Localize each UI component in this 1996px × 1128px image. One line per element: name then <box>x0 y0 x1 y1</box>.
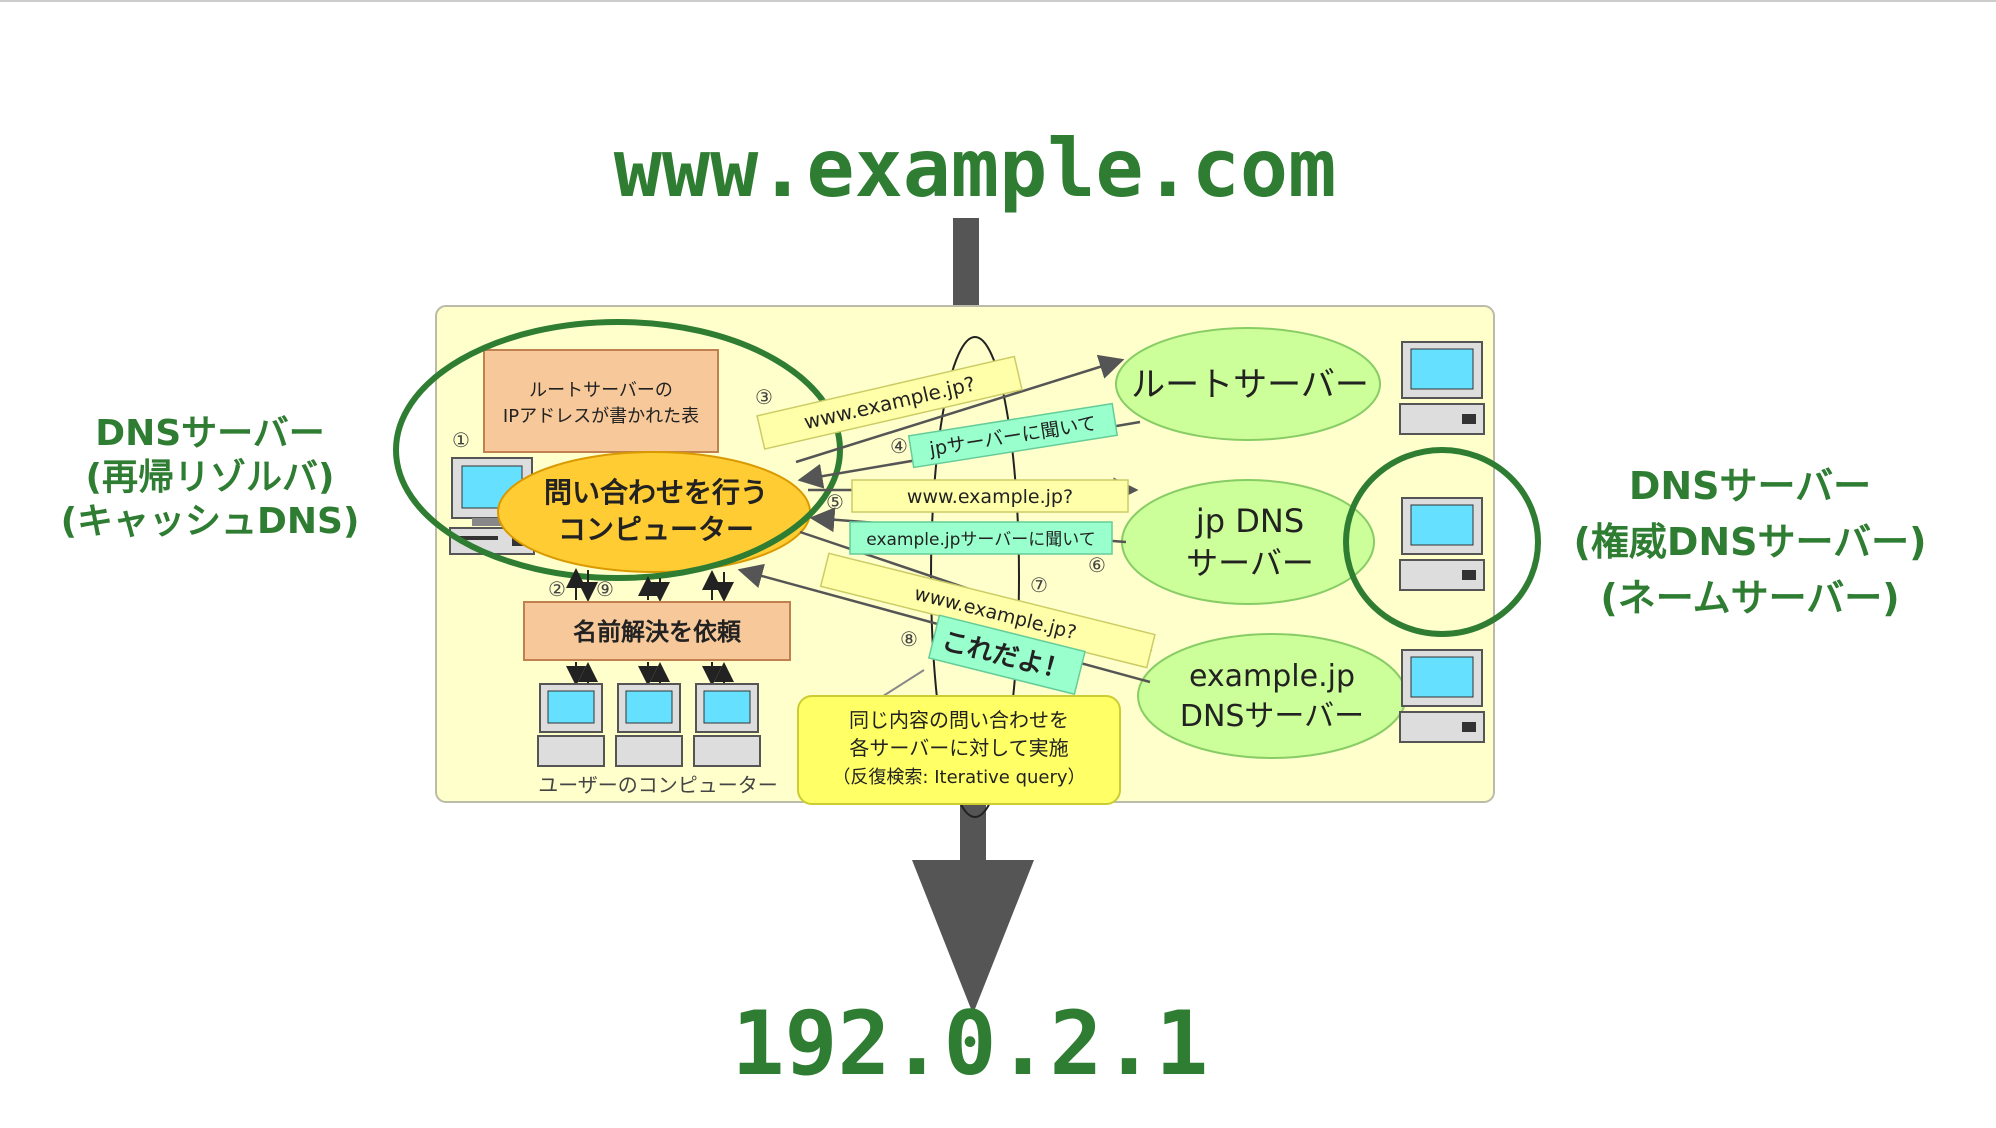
ip-address-result: 192.0.2.1 <box>731 992 1209 1095</box>
authoritative-server-label-line1: DNSサーバー <box>1628 464 1872 508</box>
step-2-marker: ② <box>548 577 566 601</box>
inquirer-ellipse <box>497 451 811 573</box>
bottom-arrow-shaft <box>960 802 986 862</box>
jp-server-ellipse <box>1121 479 1375 605</box>
example-server-label-line1: example.jp <box>1189 659 1355 694</box>
example-server-label-line2: DNSサーバー <box>1180 699 1364 734</box>
jp-server-computer-icon <box>1399 497 1485 591</box>
recursive-resolver-label-line1: DNSサーバー <box>95 413 325 454</box>
recursive-resolver-label: DNSサーバー (再帰リゾルバ) (キャッシュDNS) <box>20 412 400 544</box>
recursive-resolver-label-line3: (キャッシュDNS) <box>60 501 360 542</box>
authoritative-server-label: DNSサーバー (権威DNSサーバー) (ネームサーバー) <box>1520 458 1980 626</box>
user-computer-icon <box>615 683 683 767</box>
authoritative-server-label-line2: (権威DNSサーバー) <box>1573 520 1927 564</box>
step-3-marker: ③ <box>755 385 773 409</box>
root-server-label: ルートサーバー <box>1131 365 1369 405</box>
user-computers-label: ユーザーのコンピューター <box>538 773 778 797</box>
recursive-resolver-highlight-circle <box>393 319 843 581</box>
step-6-marker: ⑥ <box>1088 553 1106 577</box>
answer-jp-tag: example.jpサーバーに聞いて <box>849 521 1113 555</box>
example-server-ellipse <box>1137 633 1407 759</box>
note-line3: （反復検索: Iterative query） <box>832 767 1085 788</box>
name-request-box <box>523 601 791 661</box>
inquirer-label-line1: 問い合わせを行う <box>544 476 768 509</box>
root-server-computer-icon <box>1399 341 1485 435</box>
answer-jp-text: example.jpサーバーに聞いて <box>866 530 1095 550</box>
name-request-label: 名前解決を依頼 <box>573 618 742 646</box>
inquirer-label-line2: コンピューター <box>558 513 754 546</box>
user-computer-icon <box>693 683 761 767</box>
jp-server-label-line2: サーバー <box>1186 544 1314 582</box>
note-line2: 各サーバーに対して実施 <box>849 736 1068 760</box>
note-pointer <box>879 669 925 699</box>
authoritative-server-label-line3: (ネームサーバー) <box>1600 576 1900 620</box>
bottom-arrow-head <box>912 860 1034 1014</box>
recursive-resolver-label-line2: (再帰リゾルバ) <box>85 457 335 498</box>
authoritative-server-highlight-circle <box>1343 447 1541 637</box>
step-4-marker: ④ <box>890 434 908 458</box>
top-arrow-shaft <box>953 218 979 306</box>
step-9-marker: ⑨ <box>596 577 614 601</box>
step-1-marker: ① <box>452 428 470 452</box>
query-jp-text: www.example.jp? <box>907 486 1073 508</box>
step-5-marker: ⑤ <box>826 490 844 514</box>
step-8-marker: ⑧ <box>900 627 918 651</box>
step-7-marker: ⑦ <box>1030 573 1048 597</box>
query-jp-tag: www.example.jp? <box>851 479 1129 513</box>
user-computer-icon <box>537 683 605 767</box>
name-request-arrows <box>566 568 734 686</box>
note-line1: 同じ内容の問い合わせを <box>849 708 1069 732</box>
root-table-line2: IPアドレスが書かれた表 <box>503 406 699 427</box>
root-server-ellipse <box>1115 327 1381 441</box>
root-table-line1: ルートサーバーの <box>529 380 673 401</box>
root-table-box <box>483 349 719 453</box>
jp-server-label-line1: jp DNS <box>1195 502 1304 540</box>
note-box <box>797 695 1121 805</box>
example-server-computer-icon <box>1399 649 1485 743</box>
domain-name-title: www.example.com <box>613 122 1337 215</box>
